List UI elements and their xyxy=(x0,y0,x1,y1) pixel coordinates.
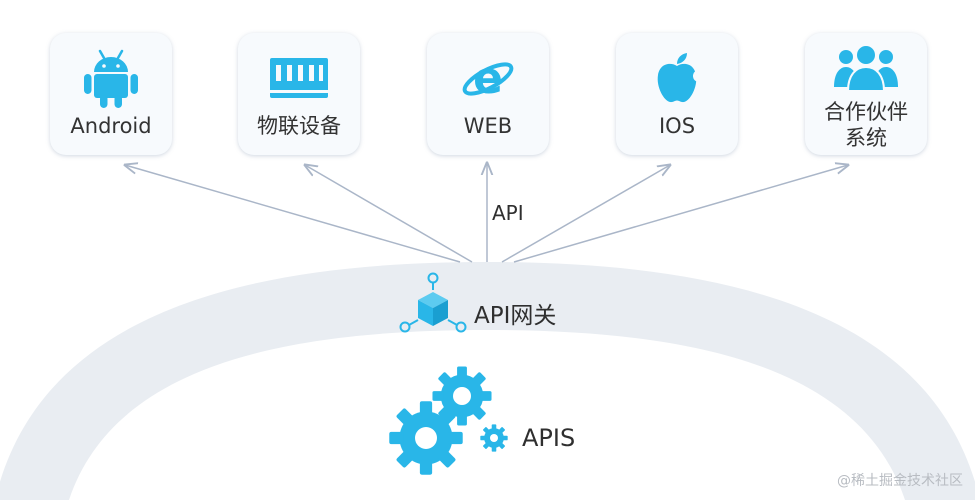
gateway-label: API网关 xyxy=(474,303,557,329)
node-label: Android xyxy=(70,114,152,138)
node-label-line2: 系统 xyxy=(845,126,887,150)
android-icon xyxy=(50,43,172,113)
node-label-line1: 合作伙伴 xyxy=(824,100,908,124)
arrow-to-android xyxy=(125,165,461,263)
gateway-cube-icon xyxy=(399,272,467,333)
arrow-to-ios xyxy=(501,165,670,263)
node-label: IOS xyxy=(658,114,696,138)
edge-label: API xyxy=(492,201,524,225)
people-group-icon xyxy=(805,37,927,97)
node-label: WEB xyxy=(463,114,513,138)
svg-text:e: e xyxy=(473,53,503,104)
gateway-band xyxy=(0,262,975,500)
node-android: Android xyxy=(50,33,172,155)
gears-icon xyxy=(389,366,508,475)
node-partner-system: 合作伙伴 系统 xyxy=(805,33,927,155)
node-web: e WEB xyxy=(427,33,549,155)
node-iot-device: 物联设备 xyxy=(238,33,360,155)
apple-icon xyxy=(616,43,738,113)
backend-label: APIS xyxy=(522,424,576,452)
browser-e-icon: e xyxy=(427,43,549,113)
watermark: @稀土掘金技术社区 xyxy=(837,473,963,489)
node-label: 物联设备 xyxy=(257,114,341,138)
node-ios: IOS xyxy=(616,33,738,155)
arrow-to-partner xyxy=(513,165,848,263)
arrow-to-iot xyxy=(305,165,473,263)
node-label: 合作伙伴 系统 xyxy=(805,99,927,151)
iot-device-icon xyxy=(238,43,360,113)
